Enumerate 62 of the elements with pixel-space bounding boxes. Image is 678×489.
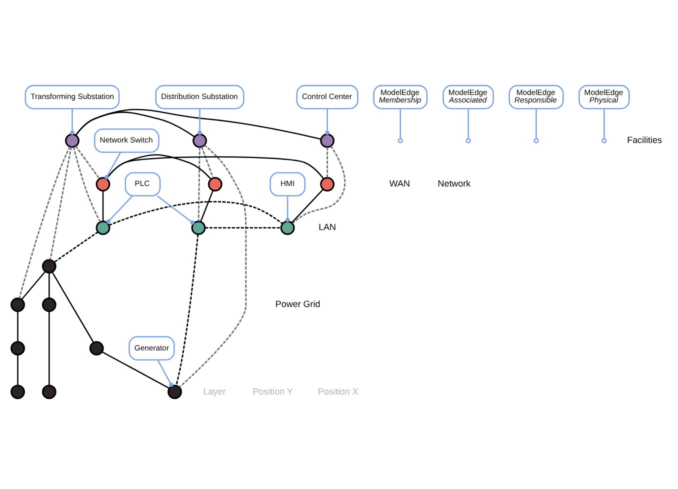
connector [102,351,170,389]
connector [201,146,214,178]
node-circle [96,220,110,236]
label: Layer [203,386,226,396]
node-circle [65,133,80,148]
node-circle [96,177,110,192]
connector [17,311,18,342]
node-circle [10,384,25,400]
label: Power Grid [275,299,320,310]
connector [108,201,283,226]
label: LAN [318,222,336,232]
connector [198,108,202,135]
connector [72,146,101,222]
node-circle [192,133,207,148]
node-circle [42,259,56,274]
node-circle [208,177,222,192]
connector [54,231,98,263]
connector [106,154,212,180]
label: Position Y [252,386,293,396]
label: Facilities [627,135,662,146]
node-circle [168,384,182,400]
node-circle [280,220,295,236]
connector [52,272,94,343]
connector [21,271,46,300]
connector [50,147,72,260]
node-circle [320,133,335,148]
connector [75,112,195,138]
connector [285,196,290,222]
node-circle [320,177,335,192]
connector [326,147,328,178]
connector [17,354,18,386]
label: Network [438,178,471,189]
node-circle [42,384,56,400]
connector [48,311,50,386]
node-circle [10,341,25,356]
connector [178,144,247,388]
connector [104,152,122,180]
connector [157,196,195,225]
connector [198,147,200,222]
label: Position X [318,386,358,396]
connector [102,190,104,222]
node-circle [89,341,104,356]
node-circle [10,298,25,312]
label: WAN [389,178,410,189]
connector [204,227,282,229]
connector [536,108,537,138]
connector [75,146,100,180]
connector [106,196,133,224]
connector [291,188,324,224]
connector [70,108,74,135]
connector [176,234,199,386]
node-circle [42,298,56,312]
connector [157,360,174,387]
connector [18,146,70,298]
connector [75,108,322,140]
connector [325,108,330,135]
connector [468,108,469,138]
connector [48,272,50,298]
connector [200,190,214,222]
connector [292,146,346,224]
connector [400,108,401,138]
connector [604,108,605,138]
